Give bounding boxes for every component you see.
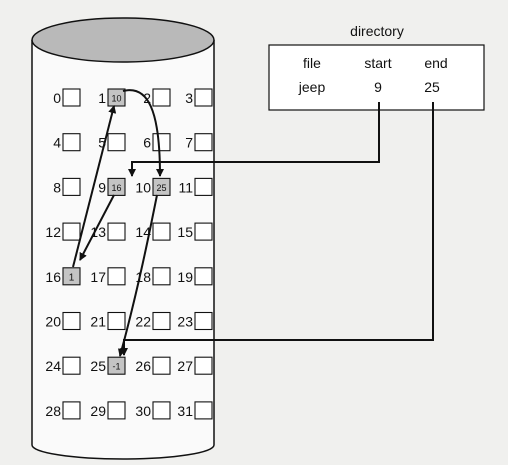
block-number-22: 22: [135, 314, 151, 330]
block-number-17: 17: [90, 269, 106, 285]
block-number-7: 7: [185, 135, 193, 151]
directory-cell-end: 25: [424, 79, 440, 95]
directory-cell-file: jeep: [298, 79, 326, 95]
link-arrow-1-to-10: [122, 89, 164, 177]
free-block-3: [194, 88, 213, 107]
free-block-27: [194, 356, 213, 375]
block-number-15: 15: [177, 224, 193, 240]
block-number-16: 16: [45, 269, 61, 285]
used-block-16: [62, 267, 81, 286]
free-block-5: [107, 133, 126, 152]
directory-cell-start: 9: [374, 79, 382, 95]
free-block-2: [152, 88, 171, 107]
block-number-14: 14: [135, 224, 151, 240]
block-pointer-10: 25: [156, 183, 166, 193]
directory-title: directory: [350, 23, 404, 39]
block-number-23: 23: [177, 314, 193, 330]
block-number-0: 0: [53, 90, 61, 106]
free-block-24: [62, 356, 81, 375]
free-block-17: [107, 267, 126, 286]
block-pointer-25: -1: [112, 362, 120, 372]
free-block-13: [107, 222, 126, 241]
free-block-7: [194, 133, 213, 152]
block-number-9: 9: [98, 179, 106, 195]
pointer-arrows: [72, 89, 434, 357]
block-number-12: 12: [45, 224, 61, 240]
used-block-10: [152, 177, 171, 196]
free-block-23: [194, 311, 213, 331]
directory-table: directory file start end jeep 9 25: [268, 23, 485, 111]
block-number-2: 2: [143, 90, 151, 106]
block-number-25: 25: [90, 358, 106, 374]
block-number-26: 26: [135, 358, 151, 374]
block-number-13: 13: [90, 224, 106, 240]
block-number-20: 20: [45, 314, 61, 330]
block-number-4: 4: [53, 135, 61, 151]
block-number-10: 10: [135, 179, 151, 195]
free-block-19: [194, 267, 213, 286]
block-number-31: 31: [177, 403, 193, 419]
block-number-6: 6: [143, 135, 151, 151]
block-pointer-9: 16: [111, 183, 121, 193]
used-block-25: [107, 356, 126, 375]
block-number-29: 29: [90, 403, 106, 419]
directory-header-end: end: [424, 55, 447, 71]
block-pointer-1: 10: [111, 94, 121, 104]
cylinder-top: [31, 17, 215, 63]
free-block-30: [152, 401, 171, 420]
link-arrow-16-to-1: [72, 105, 117, 268]
directory-header-start: start: [364, 55, 391, 71]
free-block-18: [152, 267, 171, 286]
free-block-29: [107, 401, 126, 420]
free-block-28: [62, 401, 81, 420]
directory-box: [268, 44, 485, 111]
free-block-14: [152, 222, 171, 241]
block-number-5: 5: [98, 135, 106, 151]
block-number-8: 8: [53, 179, 61, 195]
block-number-19: 19: [177, 269, 193, 285]
free-block-15: [194, 222, 213, 241]
block-number-30: 30: [135, 403, 151, 419]
link-arrow-9-to-16: [79, 194, 115, 261]
block-number-24: 24: [45, 358, 61, 374]
start-pointer-arrow: [128, 102, 380, 177]
free-block-0: [62, 88, 81, 107]
used-block-1: [107, 88, 126, 107]
free-block-26: [152, 356, 171, 375]
block-number-28: 28: [45, 403, 61, 419]
free-block-21: [107, 311, 126, 331]
block-number-1: 1: [98, 90, 106, 106]
link-arrow-10-to-25: [117, 194, 158, 357]
end-pointer-arrow: [120, 102, 434, 356]
block-number-27: 27: [177, 358, 193, 374]
free-block-6: [152, 133, 171, 152]
directory-header-file: file: [303, 55, 321, 71]
free-block-8: [62, 177, 81, 196]
free-block-31: [194, 401, 213, 420]
used-block-9: [107, 177, 126, 196]
free-block-4: [62, 133, 81, 152]
free-block-20: [62, 311, 81, 331]
block-number-3: 3: [185, 90, 193, 106]
free-block-12: [62, 222, 81, 241]
free-block-11: [194, 177, 213, 196]
block-number-11: 11: [178, 179, 193, 195]
block-pointer-16: 1: [69, 272, 75, 283]
block-number-21: 21: [90, 314, 106, 330]
free-block-22: [152, 311, 171, 331]
